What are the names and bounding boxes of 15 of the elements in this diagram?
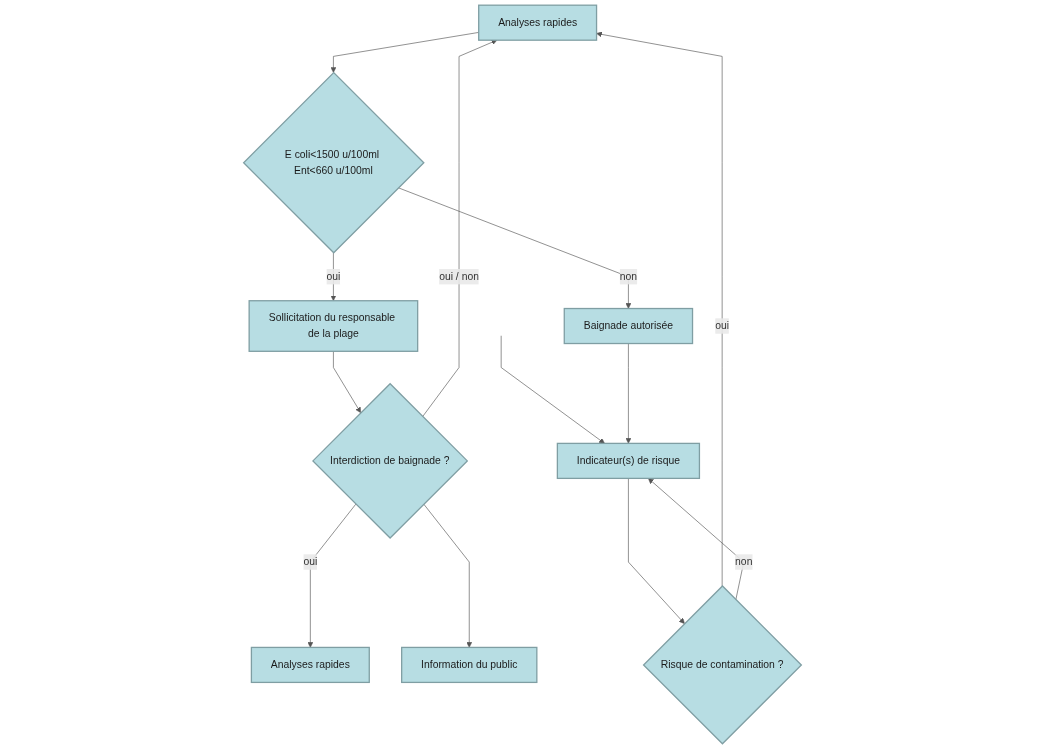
node-box: Baignade autorisée: [563, 307, 694, 345]
edge-label: oui: [715, 320, 730, 332]
node-box: Information du public: [401, 646, 538, 684]
node-box: Indicateur(s) de risque: [556, 442, 701, 480]
edge-label: non: [735, 556, 753, 568]
node-box: Analyses rapides: [478, 4, 598, 41]
edge-label: oui / non: [439, 270, 479, 282]
edge-label: non: [619, 270, 638, 282]
node-box: Analyses rapides: [250, 646, 370, 684]
node-diamond: E coli<1500 u/100ml Ent<660 u/100ml: [242, 71, 425, 254]
node-diamond: Risque de contamination ?: [642, 585, 803, 745]
edge-label: oui: [326, 270, 341, 282]
edge-label: oui: [303, 556, 318, 568]
node-diamond: Interdiction de baignade ?: [312, 382, 469, 539]
node-box: Sollicitation du responsable de la plage: [248, 300, 419, 352]
